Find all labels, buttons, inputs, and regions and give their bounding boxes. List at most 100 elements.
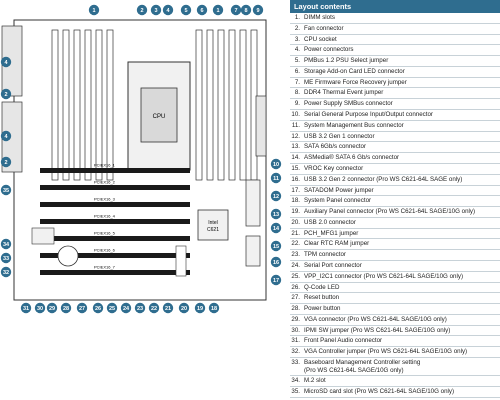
contents-item-number: 10. xyxy=(291,111,300,119)
dimm-slot xyxy=(228,29,236,181)
callout-number: 27 xyxy=(79,306,85,312)
callout-number: 12 xyxy=(273,194,279,200)
callout-marker xyxy=(46,302,58,314)
contents-item-number: 27. xyxy=(291,294,300,302)
callout-marker xyxy=(34,302,46,314)
callout-number: 2 xyxy=(4,160,7,166)
contents-item-text: Power connectors xyxy=(304,46,354,54)
contents-item: 15. VROC Key connector xyxy=(290,164,500,175)
dimm-slot xyxy=(195,29,203,181)
callout-marker xyxy=(270,274,282,286)
chipset-label-line2: C621 xyxy=(207,227,219,233)
callout-number: 29 xyxy=(49,306,55,312)
pcie-slot xyxy=(40,270,190,275)
contents-item: 10.Serial General Purpose Input/Output c… xyxy=(290,110,500,121)
callout-marker xyxy=(178,302,190,314)
contents-item-number: 6. xyxy=(294,67,300,75)
callout-number: 1 xyxy=(92,8,95,14)
contents-item-number: 18. xyxy=(291,197,300,205)
callout-number: 2 xyxy=(4,92,7,98)
contents-item-number: 9. xyxy=(294,100,300,108)
contents-item: 18.System Panel connector xyxy=(290,196,500,208)
pcie-slot-label: PCIEX16_5 xyxy=(94,231,116,236)
contents-item: 8.DDR4 Thermal Event jumper xyxy=(290,88,500,100)
contents-item: 12.USB 3.2 Gen 1 connector xyxy=(290,132,500,143)
callout-number: 35 xyxy=(3,188,9,194)
pcie-slot-label: PCIEX16_3 xyxy=(94,197,116,202)
callout-number: 22 xyxy=(151,306,157,312)
dimm-slot xyxy=(51,29,59,181)
contents-item-text: CPU socket xyxy=(304,35,337,43)
contents-item-text: SATA 6Gb/s connector xyxy=(304,143,367,151)
callout-marker xyxy=(0,252,12,264)
contents-item-text: TPM connector xyxy=(304,251,346,259)
contents-item: 9. Power Supply SMBus connector xyxy=(290,99,500,111)
pcie-slot xyxy=(40,253,190,258)
contents-item-number: 3. xyxy=(294,35,300,43)
callout-marker xyxy=(162,4,174,16)
callout-marker xyxy=(0,156,12,168)
callout-number: 18 xyxy=(211,306,217,312)
callout-marker xyxy=(20,302,32,314)
contents-item-number: 2. xyxy=(294,24,300,32)
dimm-slot xyxy=(106,29,114,181)
contents-item-text: Power Supply SMBus connector xyxy=(304,100,393,108)
callout-number: 30 xyxy=(37,306,43,312)
contents-item-number: 17. xyxy=(291,186,300,194)
callout-number: 15 xyxy=(273,244,279,250)
contents-item: 21.PCH_MFG1 jumper xyxy=(290,229,500,240)
callout-marker xyxy=(0,88,12,100)
callout-marker xyxy=(148,302,160,314)
callout-marker xyxy=(270,172,282,184)
pcie-slot-label: PCIEX16_1 xyxy=(94,163,116,168)
callout-marker xyxy=(240,4,252,16)
contents-item-number: 19. xyxy=(291,208,300,216)
contents-item-text: Storage Add-on Card LED connector xyxy=(304,67,405,75)
contents-item-text: VROC Key connector xyxy=(304,164,364,172)
dimm-slot xyxy=(206,29,214,181)
callout-number: 2 xyxy=(140,8,143,14)
callout-marker xyxy=(150,4,162,16)
callout-marker xyxy=(76,302,88,314)
callout-marker xyxy=(0,130,12,142)
pcie-slot xyxy=(40,236,190,241)
contents-item-number: 13. xyxy=(291,143,300,151)
contents-item-number: 5. xyxy=(294,57,300,65)
contents-item-text: DIMM slots xyxy=(304,14,335,21)
contents-item: 22.Clear RTC RAM jumper xyxy=(290,239,500,251)
contents-item-number: 32. xyxy=(291,348,300,356)
dimm-slots-left xyxy=(51,29,114,181)
callout-marker xyxy=(88,4,100,16)
callout-number: 31 xyxy=(23,306,29,312)
contents-item-number: 15. xyxy=(291,164,300,172)
contents-item: 7.ME Firmware Force Recovery jumper xyxy=(290,78,500,89)
contents-item-text: VPP_I2C1 connector (Pro WS C621-64L SAGE… xyxy=(304,272,464,280)
callout-marker xyxy=(134,302,146,314)
pcie-slot xyxy=(40,168,190,173)
contents-item-text: MicroSD card slot (Pro WS C621-64L SAGE/… xyxy=(304,388,455,396)
pcie-slot-label: PCIEX16_7 xyxy=(94,265,116,270)
contents-item-number: 4. xyxy=(294,46,300,54)
callout-marker xyxy=(270,256,282,268)
dimm-slot xyxy=(239,29,247,181)
dimm-slot xyxy=(95,29,103,181)
contents-item-text: System Management Bus connector xyxy=(304,121,404,129)
callout-number: 17 xyxy=(273,278,279,284)
callout-marker xyxy=(0,184,12,196)
contents-item-text: USB 3.2 Gen 2 connector (Pro WS C621-64L… xyxy=(304,175,463,183)
callout-number: 4 xyxy=(4,134,8,140)
contents-item: 11.System Management Bus connector xyxy=(290,121,500,132)
callout-number: 4 xyxy=(4,60,8,66)
contents-item-number: 30. xyxy=(291,326,300,334)
callout-marker xyxy=(270,158,282,170)
contents-item-number: 21. xyxy=(291,229,300,237)
callout-marker xyxy=(136,4,148,16)
atx-power-connector xyxy=(255,95,267,157)
callout-number: 3 xyxy=(154,8,157,14)
contents-item: 16.USB 3.2 Gen 2 connector (Pro WS C621-… xyxy=(290,175,500,186)
callout-number: 25 xyxy=(109,306,115,312)
contents-item-text: Clear RTC RAM jumper xyxy=(304,240,370,248)
callout-marker xyxy=(230,4,242,16)
callout-marker xyxy=(270,190,282,202)
callout-number: 28 xyxy=(63,306,69,312)
